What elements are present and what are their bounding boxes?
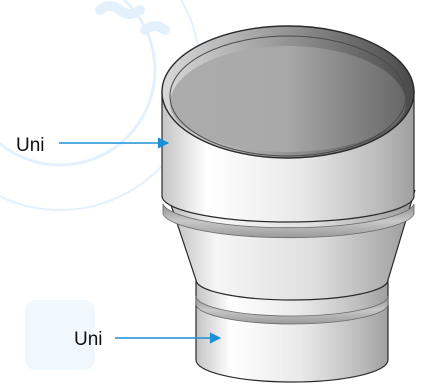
top-opening-interior [170,46,406,152]
bottom-bead [195,295,389,325]
callout-upper-label: Uni [16,135,45,156]
callout-lower: Uni [74,329,222,350]
top-opening-inner-edge [169,35,407,157]
bottom-collar [195,279,389,383]
top-bead [162,203,415,239]
callout-upper: Uni [16,135,170,156]
callout-lower-label: Uni [74,329,103,350]
